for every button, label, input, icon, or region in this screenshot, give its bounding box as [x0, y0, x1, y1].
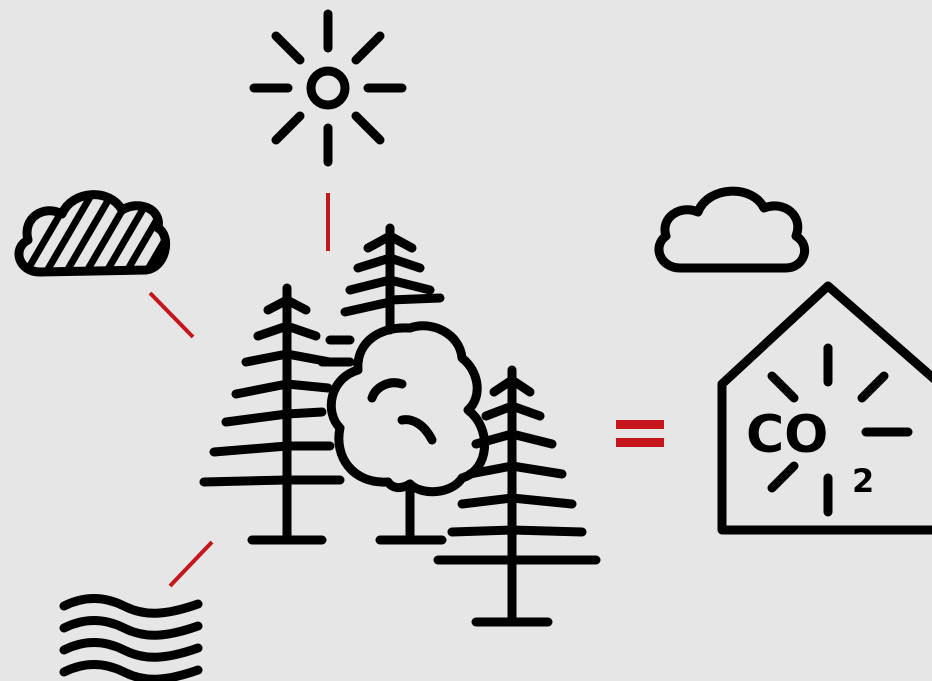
water-waves-icon	[64, 599, 198, 680]
greenhouse-co2-label: CO	[746, 405, 828, 465]
rain-connector-line	[150, 293, 193, 337]
conifer-back	[322, 228, 440, 362]
conifer-right	[438, 370, 596, 622]
water-connector-line	[170, 542, 212, 586]
cloud-icon	[659, 191, 805, 268]
conifer-left	[204, 288, 340, 540]
sun-icon	[254, 14, 402, 162]
forest-trees-icon	[204, 228, 596, 622]
greenhouse-co2-subscript: 2	[852, 462, 874, 500]
equals-sign-icon	[616, 420, 664, 447]
greenhouse-icon: CO 2	[722, 286, 932, 530]
rain-cloud-icon	[10, 180, 200, 300]
